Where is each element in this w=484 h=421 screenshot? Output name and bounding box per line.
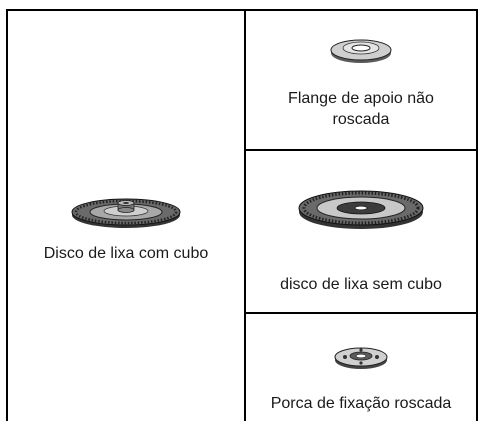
right-cell-backing-flange: Flange de apoio não roscada bbox=[246, 36, 476, 130]
row-divider-1 bbox=[244, 149, 478, 151]
lock-nut-caption: Porca de fixação roscada bbox=[270, 395, 452, 412]
table-middle-divider bbox=[244, 9, 246, 421]
left-cell: Disco de lixa com cubo bbox=[8, 195, 244, 264]
left-cell-caption: Disco de lixa com cubo bbox=[43, 245, 209, 262]
right-cell-disc-without-hub: disco de lixa sem cubo bbox=[246, 186, 476, 295]
backing-flange-caption: Flange de apoio não roscada bbox=[288, 90, 434, 128]
table-right-border bbox=[476, 9, 478, 421]
backing-flange-icon bbox=[330, 39, 392, 63]
sanding-disc-with-hub-icon bbox=[71, 198, 181, 228]
row-divider-2 bbox=[244, 312, 478, 314]
table-left-border bbox=[6, 9, 8, 421]
right-cell-lock-nut: Porca de fixação roscada bbox=[246, 345, 476, 414]
disc-without-hub-caption: disco de lixa sem cubo bbox=[280, 276, 442, 293]
sanding-disc-without-hub-icon bbox=[298, 190, 424, 229]
table-top-border bbox=[6, 9, 478, 11]
threaded-lock-nut-icon bbox=[334, 347, 388, 369]
